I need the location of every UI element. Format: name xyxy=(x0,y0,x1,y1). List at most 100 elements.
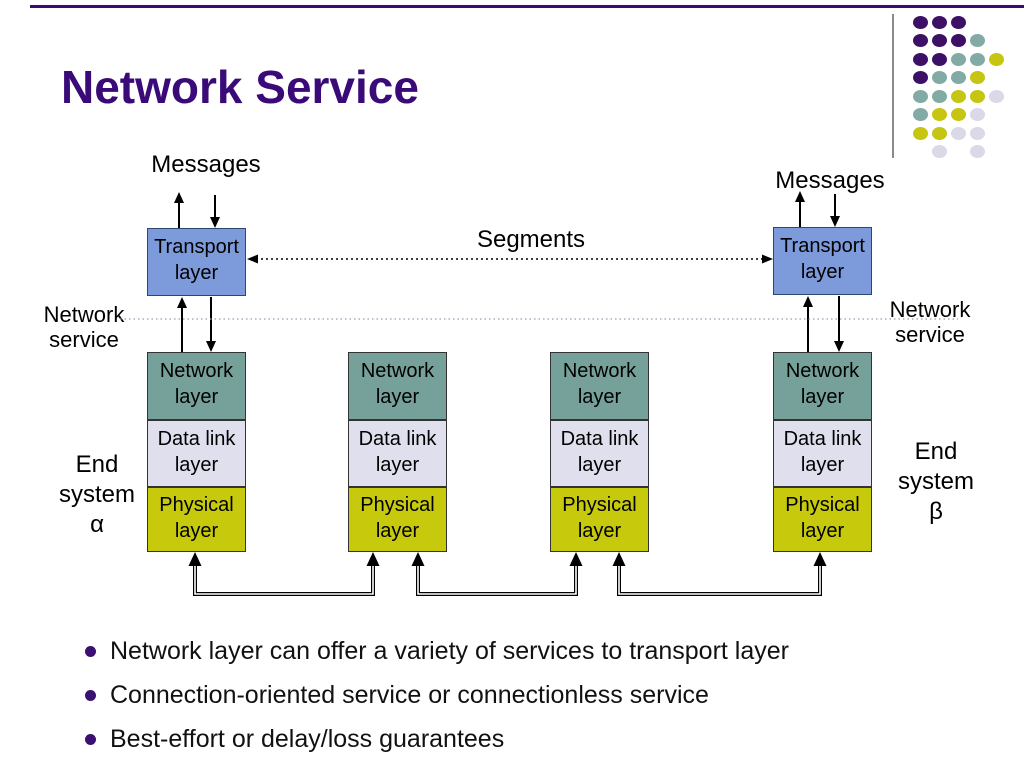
transport-network-arrows-right xyxy=(803,296,844,352)
box-label-line2: layer xyxy=(174,454,219,476)
physical-layer-box: Physical layer xyxy=(348,487,447,552)
end-system-line3: β xyxy=(929,498,943,525)
dot xyxy=(931,15,947,29)
dot xyxy=(912,15,928,29)
box-label-line1: Physical xyxy=(360,494,435,516)
box-label-line1: Transport xyxy=(780,235,865,257)
messages-arrows-right xyxy=(795,191,840,227)
dot xyxy=(969,34,985,47)
end-system-beta-label: End system β xyxy=(884,437,988,527)
box-label-line1: Data link xyxy=(560,428,639,450)
physical-connector-3 xyxy=(617,556,822,596)
dot xyxy=(950,108,966,121)
dot xyxy=(912,34,928,47)
dot xyxy=(912,52,928,66)
bullet-text: Network layer can offer a variety of ser… xyxy=(110,636,789,665)
box-label-line2: layer xyxy=(800,454,845,476)
dot xyxy=(912,89,928,103)
list-item: Network layer can offer a variety of ser… xyxy=(85,629,985,673)
dot xyxy=(950,126,966,140)
bullet-text: Connection-oriented service or connectio… xyxy=(110,680,709,709)
dot xyxy=(912,71,928,84)
physical-connector-2 xyxy=(416,556,578,596)
dot xyxy=(912,126,928,140)
dot xyxy=(931,71,947,84)
protocol-stack-3: Network layer Data link layer Physical l… xyxy=(550,352,649,552)
dot xyxy=(969,71,985,84)
box-label-line1: Physical xyxy=(785,494,860,516)
data-link-layer-box: Data link layer xyxy=(773,420,872,487)
bullet-text: Best-effort or delay/loss guarantees xyxy=(110,724,505,753)
box-label-line1: Transport xyxy=(154,236,239,258)
end-system-line2: system xyxy=(897,468,974,495)
dot xyxy=(931,108,947,121)
data-link-layer-box: Data link layer xyxy=(147,420,246,487)
dot xyxy=(950,52,966,66)
dot xyxy=(988,89,1004,103)
network-layer-box: Network layer xyxy=(147,352,246,420)
dot xyxy=(912,108,928,121)
dot xyxy=(950,89,966,103)
vertical-rule xyxy=(892,14,894,158)
list-item: Best-effort or delay/loss guarantees xyxy=(85,717,985,761)
box-label-line1: Data link xyxy=(157,428,236,450)
transport-layer-box-right: Transport layer xyxy=(773,227,872,295)
network-service-line2: service xyxy=(49,327,119,352)
box-label-line1: Network xyxy=(159,360,234,382)
messages-arrows-left xyxy=(174,192,220,228)
network-layer-box: Network layer xyxy=(550,352,649,420)
end-system-line3: α xyxy=(90,511,104,538)
physical-layer-box: Physical layer xyxy=(147,487,246,552)
box-label-line2: layer xyxy=(174,386,219,408)
connector-arrowheads xyxy=(188,552,827,566)
network-layer-box: Network layer xyxy=(348,352,447,420)
data-link-layer-box: Data link layer xyxy=(348,420,447,487)
protocol-stack-2: Network layer Data link layer Physical l… xyxy=(348,352,447,552)
box-label-line1: Network xyxy=(360,360,435,382)
data-link-layer-box: Data link layer xyxy=(550,420,649,487)
dot xyxy=(950,15,966,29)
network-layer-box: Network layer xyxy=(773,352,872,420)
physical-layer-box: Physical layer xyxy=(773,487,872,552)
box-label-line1: Data link xyxy=(358,428,437,450)
box-label-line2: layer xyxy=(375,520,420,542)
physical-layer-box: Physical layer xyxy=(550,487,649,552)
segments-arrow xyxy=(247,254,773,264)
network-service-line1: Network xyxy=(43,302,125,327)
dot xyxy=(931,145,947,158)
dot xyxy=(931,52,947,66)
bullet-icon xyxy=(85,733,96,745)
box-label-line1: Physical xyxy=(159,494,234,516)
dot xyxy=(931,34,947,47)
list-item: Connection-oriented service or connectio… xyxy=(85,673,985,717)
dot xyxy=(969,52,985,66)
dot xyxy=(988,52,1004,66)
box-label-line2: layer xyxy=(375,454,420,476)
dot xyxy=(950,34,966,47)
box-label-line2: layer xyxy=(577,520,622,542)
network-service-line2: service xyxy=(895,322,965,347)
network-service-label-right: Network service xyxy=(880,297,980,347)
box-label-line2: layer xyxy=(577,386,622,408)
transport-layer-box-left: Transport layer xyxy=(147,228,246,296)
box-label-line1: Network xyxy=(785,360,860,382)
box-label-line2: layer xyxy=(800,261,845,283)
network-service-label-left: Network service xyxy=(34,302,134,352)
segments-label: Segments xyxy=(476,226,586,253)
box-label-line1: Data link xyxy=(783,428,862,450)
end-system-line1: End xyxy=(75,451,119,478)
dot xyxy=(931,126,947,140)
box-label-line2: layer xyxy=(577,454,622,476)
bullet-icon xyxy=(85,689,96,701)
bullet-list: Network layer can offer a variety of ser… xyxy=(85,629,985,761)
box-label-line2: layer xyxy=(174,262,219,284)
box-label-line2: layer xyxy=(174,520,219,542)
protocol-stack-4: Network layer Data link layer Physical l… xyxy=(773,352,872,552)
box-label-line2: layer xyxy=(800,520,845,542)
end-system-line1: End xyxy=(914,438,958,465)
box-label-line1: Network xyxy=(562,360,637,382)
protocol-stack-1: Network layer Data link layer Physical l… xyxy=(147,352,246,552)
physical-connector-1 xyxy=(193,556,375,596)
box-label-line1: Physical xyxy=(562,494,637,516)
